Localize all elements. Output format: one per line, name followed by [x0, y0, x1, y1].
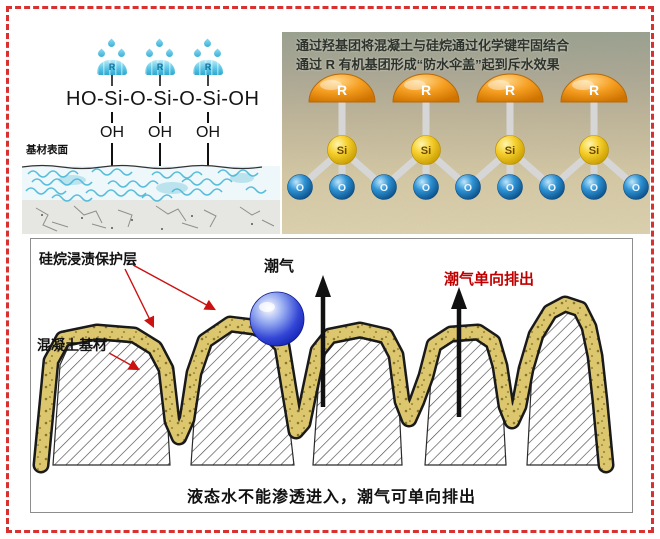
- moisture-sphere: [249, 291, 305, 347]
- si-atom-label: Si: [589, 145, 599, 157]
- substrate-label: 基材表面: [24, 142, 70, 157]
- r-atom-label: R: [421, 82, 431, 98]
- bond-line: [111, 143, 113, 167]
- up-arrow-center: [315, 275, 331, 407]
- rain-drop-icon: [116, 48, 127, 59]
- umbrella-icon: R: [192, 38, 223, 88]
- rain-drop-icon: [144, 48, 155, 59]
- bond-line: [159, 75, 161, 86]
- moisture-diagram-panel: 硅烷浸渍保护层 混凝土基材 潮气 潮气单向排出 液态水不能渗透进入，潮气可单向排…: [30, 238, 633, 513]
- model-caption-line-2: 通过 R 有机基团形成“防水伞盖”起到斥水效果: [296, 57, 560, 72]
- o-atom-label: O: [632, 182, 640, 194]
- r-group-label: R: [156, 62, 164, 72]
- umbrella-icon: R: [96, 38, 127, 88]
- o-atom-label: O: [506, 182, 514, 194]
- poster-frame: R R R HO-Si-: [6, 6, 654, 533]
- si-atom-label: Si: [421, 145, 431, 157]
- chemical-structure-panel: R R R HO-Si-: [22, 32, 280, 234]
- up-arrow-right: [451, 287, 467, 417]
- rain-drop-icon: [202, 38, 213, 49]
- rain-drop-icon: [96, 48, 107, 59]
- model-caption: 通过羟基团将混凝土与硅烷通过化学键牢固结合 通过 R 有机基团形成“防水伞盖”起…: [296, 36, 569, 74]
- one-way-label: 潮气单向排出: [444, 271, 535, 288]
- concrete-teeth: [52, 310, 604, 466]
- umbrella-dome-icon: R: [193, 60, 223, 75]
- bond-line: [159, 143, 161, 167]
- o-atom-label: O: [464, 182, 472, 194]
- si-atom-label: Si: [337, 145, 347, 157]
- o-atom-label: O: [380, 182, 388, 194]
- umbrella-dome-icon: R: [97, 60, 127, 75]
- annotation-arrows: [108, 264, 216, 371]
- oh-label: OH: [100, 124, 124, 141]
- o-atom-label: O: [422, 182, 430, 194]
- bond-line: [159, 112, 161, 123]
- o-atom-label: O: [296, 182, 304, 194]
- o-atoms: O O O O O O O O O: [287, 174, 649, 200]
- oh-label: OH: [196, 124, 220, 141]
- bond-line: [207, 112, 209, 123]
- oh-label: OH: [148, 124, 172, 141]
- diagram-svg: [32, 264, 615, 474]
- molecular-model-panel: 通过羟基团将混凝土与硅烷通过化学键牢固结合 通过 R 有机基团形成“防水伞盖”起…: [282, 32, 650, 234]
- model-caption-line-1: 通过羟基团将混凝土与硅烷通过化学键牢固结合: [296, 38, 570, 53]
- molecular-model-svg: R R R R Si Si Si Si: [282, 32, 650, 234]
- r-atom-label: R: [337, 82, 347, 98]
- concrete-label: 混凝土基材: [37, 337, 107, 353]
- umbrella-dome-icon: R: [145, 60, 175, 75]
- rain-drop-icon: [164, 48, 175, 59]
- silane-formula: HO-Si-O-Si-O-Si-OH: [66, 88, 260, 110]
- r-group-label: R: [108, 62, 116, 72]
- si-atom-label: Si: [505, 145, 515, 157]
- diagram-caption: 液态水不能渗透进入，潮气可单向排出: [186, 489, 476, 506]
- bond-line: [111, 112, 113, 123]
- o-atom-label: O: [338, 182, 346, 194]
- rain-drop-icon: [192, 48, 203, 59]
- bond-line: [207, 75, 209, 86]
- r-group-label: R: [204, 62, 212, 72]
- rain-drop-icon: [212, 48, 223, 59]
- si-atoms: Si Si Si Si: [327, 135, 609, 165]
- r-atom-label: R: [589, 82, 599, 98]
- substrate-texture: [22, 164, 280, 234]
- o-atom-label: O: [590, 182, 598, 194]
- r-atom-label: R: [505, 82, 515, 98]
- bond-line: [207, 143, 209, 167]
- umbrella-icon: R: [144, 38, 175, 88]
- protective-layer-label: 硅烷浸渍保护层: [39, 251, 137, 267]
- o-atom-label: O: [548, 182, 556, 194]
- protective-coating: [32, 295, 615, 474]
- rain-drop-icon: [154, 38, 165, 49]
- bond-line: [111, 75, 113, 86]
- rain-drop-icon: [106, 38, 117, 49]
- r-domes: R R R R: [308, 73, 628, 103]
- moisture-label: 潮气: [263, 258, 294, 275]
